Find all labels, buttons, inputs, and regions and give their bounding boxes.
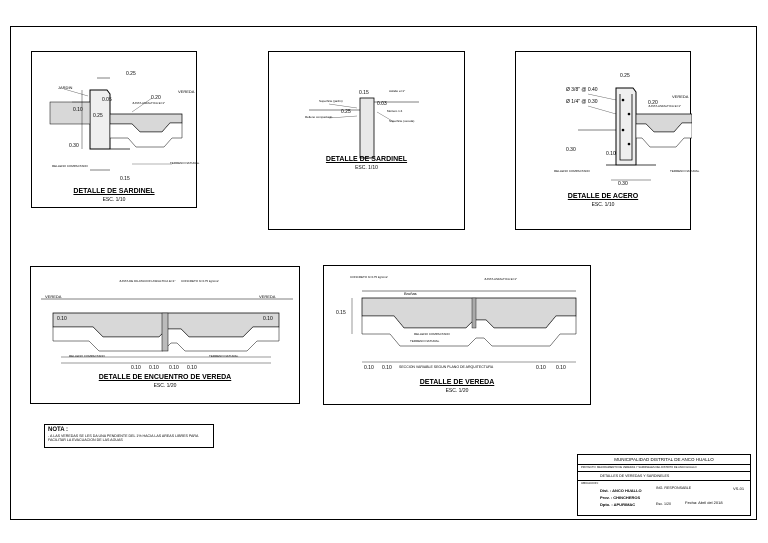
label-vereda: VEREDA [672, 94, 689, 99]
panel-vereda-detail: CONCRETO fc=175 kg/cm2 JUNTA ASFALTICA E… [323, 265, 591, 405]
dim-030: 0.30 [566, 147, 576, 153]
tb-entity: MUNICIPALIDAD DISTRITAL DE ANCO HUALLO [614, 457, 714, 462]
note-title: NOTA : [48, 427, 68, 433]
panel-scale: ESC. 1/10 [355, 165, 378, 171]
label-mortero: Mortero 1:4 [387, 109, 403, 113]
dim-d: 0.10 [556, 365, 566, 371]
dim-010: 0.10 [606, 151, 616, 157]
tb-escala: Esc. 1/20 [656, 502, 671, 506]
tb-plano-row: DETALLES DE VEREDAS Y SARDINELES [578, 472, 750, 481]
tb-project-row: PROYECTO: MEJORAMIENTO DE VEREDAS Y SARD… [578, 465, 750, 472]
dim-d: 0.10 [149, 365, 159, 371]
label-asfalto: Asfalto e=1" [389, 89, 406, 93]
label-terreno: TERRENO NATURAL [209, 354, 239, 358]
tb-fecha: Fecha: Abril del 2018 [685, 500, 723, 505]
tb-ubicacion: UBICACION: [581, 481, 599, 485]
dim-025-top: 0.25 [126, 71, 136, 77]
tb-plano: DETALLES DE VEREDAS Y SARDINELES [600, 474, 670, 478]
label-terreno: TERRENO NATURAL [670, 169, 700, 173]
panel-title: DETALLE DE VEREDA [419, 379, 495, 386]
label-vereda: VEREDA [178, 89, 195, 94]
label-terreno: TERRENO NATURAL [170, 161, 200, 165]
dim-f: 0.10 [187, 365, 197, 371]
label-relleno: RELLENO COMPACTADO [414, 332, 450, 336]
tb-project: PROYECTO: MEJORAMIENTO DE VEREDAS Y SARD… [581, 466, 697, 469]
panel-title: DETALLE DE ACERO [567, 193, 639, 200]
panel-title: DETALLE DE SARDINEL [325, 156, 408, 163]
panel-title: DETALLE DE ENCUENTRO DE VEREDA [98, 374, 232, 381]
dim-c: 0.10 [131, 365, 141, 371]
label-bar-1-4: Ø 1/4" @ 0.30 [566, 99, 598, 105]
panel-scale: ESC. 1/20 [153, 383, 177, 389]
dim-025: 0.25 [341, 109, 351, 115]
label-relleno: RELLENO COMPACTADO [554, 169, 590, 173]
label-junta: JUNTA DE DILATACION ASFALTICA E=1" [119, 279, 176, 283]
label-jardin: Superficie (jardín) [319, 99, 343, 103]
tb-dist: Dist. : ANCO HUALLO [600, 488, 642, 493]
label-junta: JUNTA ASFALTICA E=1" [484, 277, 518, 281]
dim-003: 0.03 [377, 101, 387, 107]
label-junta: JUNTA ASFALTICA E=1" [132, 101, 166, 105]
encuentro-drawing [41, 298, 293, 364]
panel-scale: ESC. 1/20 [445, 388, 469, 394]
label-section-note: SECCION VARIABLE SEGUN PLANO DE ARQUITEC… [399, 365, 494, 369]
tb-lamina: VS-01 [733, 486, 745, 491]
label-concreto: CONCRETO fc=175 kg/cm2 [181, 279, 219, 283]
dim-030-bottom: 0.30 [618, 181, 628, 187]
panel-scale: ESC. 1/10 [102, 197, 126, 203]
dim-005: 0.05 [102, 97, 112, 103]
dim-c: 0.10 [536, 365, 546, 371]
note-box: NOTA : - A LAS VEREDAS SE LES DA UNA PEN… [44, 424, 214, 448]
label-terreno: TERRENO NATURAL [410, 339, 440, 343]
panel-title: DETALLE DE SARDINEL [73, 188, 155, 195]
dim-a: 0.10 [57, 316, 67, 322]
dim-b: 0.10 [263, 316, 273, 322]
label-relleno: Relleno compactado [305, 115, 333, 119]
tb-entity-row: MUNICIPALIDAD DISTRITAL DE ANCO HUALLO [578, 455, 750, 465]
label-bruna: Bruñas [404, 291, 417, 296]
label-junta: JUNTA ASFALTICA E=1" [648, 104, 682, 108]
dim-025-left: 0.25 [93, 113, 103, 119]
label-right-vereda: VEREDA [259, 294, 276, 299]
sardinel-drawing [49, 77, 183, 171]
label-bar-3-8: Ø 3/8" @ 0.40 [566, 87, 598, 93]
dim-015: 0.15 [359, 90, 369, 96]
dim-e: 0.10 [169, 365, 179, 371]
acero-drawing [578, 87, 692, 181]
dim-025: 0.25 [620, 73, 630, 79]
dim-020: 0.20 [151, 95, 161, 101]
vereda-drawing [351, 290, 577, 363]
label-concreto: CONCRETO fc=175 kg/cm2 [350, 275, 388, 279]
label-left-vereda: VEREDA [45, 294, 62, 299]
tb-dpto: Dpto. : APURIMAC [600, 502, 636, 507]
dim-020: 0.20 [648, 100, 658, 106]
tb-info-row: UBICACION: Dist. : ANCO HUALLO Prov. : C… [578, 481, 750, 515]
panel-sardinel-detail: JARDIN VEREDA JUNTA ASFALTICA E=1" RELLE… [31, 51, 200, 208]
tb-ing: ING. RESPONSABLE [656, 486, 692, 490]
tb-prov: Prov. : CHINCHEROS [600, 495, 641, 500]
label-relleno: RELLENO COMPACTADO [69, 354, 105, 358]
panel-sardinel-detail-small: Superficie (jardín) Relleno compactado M… [268, 51, 465, 230]
panel-acero-detail: Ø 3/8" @ 0.40 Ø 1/4" @ 0.30 VEREDA JUNTA… [515, 51, 699, 230]
sardinel-small-drawing [309, 97, 419, 159]
label-relleno: RELLENO COMPACTADO [52, 164, 88, 168]
dim-b: 0.10 [382, 365, 392, 371]
title-block: MUNICIPALIDAD DISTRITAL DE ANCO HUALLO P… [577, 454, 751, 516]
dim-015: 0.15 [120, 176, 130, 182]
dim-030: 0.30 [69, 143, 79, 149]
dim-h: 0.15 [336, 310, 346, 316]
label-superficie: Superficie (vereda) [389, 119, 415, 123]
dim-010: 0.10 [73, 107, 83, 113]
drawing-sheet-border [10, 26, 757, 520]
panel-scale: ESC. 1/10 [591, 202, 615, 208]
dim-a: 0.10 [364, 365, 374, 371]
panel-encuentro-vereda: VEREDA VEREDA JUNTA DE DILATACION ASFALT… [30, 266, 300, 404]
label-jardin: JARDIN [58, 85, 73, 90]
note-body: - A LAS VEREDAS SE LES DA UNA PENDIENTE … [48, 434, 199, 443]
